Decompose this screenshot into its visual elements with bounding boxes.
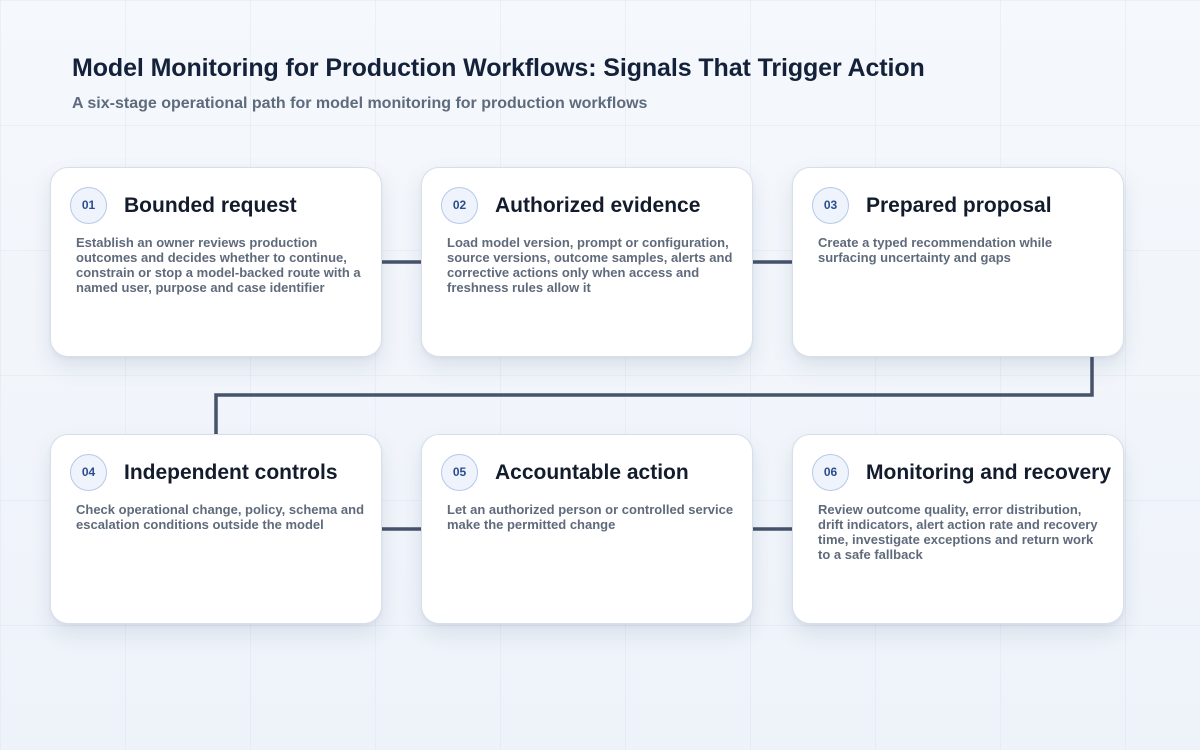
stage-card-monitoring-and-recovery: 06 Monitoring and recovery Review outcom… (792, 434, 1124, 624)
stage-number-badge: 01 (70, 187, 107, 224)
stage-title: Independent controls (124, 461, 338, 484)
stage-description: Establish an owner reviews production ou… (76, 235, 361, 295)
stage-number-badge: 06 (812, 454, 849, 491)
stage-card-prepared-proposal: 03 Prepared proposal Create a typed reco… (792, 167, 1124, 357)
stage-card-bounded-request: 01 Bounded request Establish an owner re… (50, 167, 382, 357)
page-subtitle: A six-stage operational path for model m… (72, 95, 648, 112)
connector-3-4 (214, 357, 1094, 435)
page-title: Model Monitoring for Production Workflow… (72, 54, 925, 82)
stage-description: Load model version, prompt or configurat… (447, 235, 733, 295)
stage-number-badge: 04 (70, 454, 107, 491)
stage-description: Review outcome quality, error distributi… (818, 502, 1098, 562)
stage-title: Accountable action (495, 461, 689, 484)
stage-title: Bounded request (124, 194, 297, 217)
stage-description: Create a typed recommendation while surf… (818, 235, 1053, 265)
stage-number-badge: 02 (441, 187, 478, 224)
stage-title: Authorized evidence (495, 194, 701, 217)
stage-description: Check operational change, policy, schema… (76, 502, 365, 532)
stage-card-independent-controls: 04 Independent controls Check operationa… (50, 434, 382, 624)
stage-card-authorized-evidence: 02 Authorized evidence Load model versio… (421, 167, 753, 357)
stage-number-badge: 03 (812, 187, 849, 224)
stage-title: Monitoring and recovery (866, 461, 1112, 484)
stage-description: Let an authorized person or controlled s… (447, 502, 734, 532)
stage-number-badge: 05 (441, 454, 478, 491)
stage-title: Prepared proposal (866, 194, 1052, 217)
diagram-header: Model Monitoring for Production Workflow… (72, 52, 1132, 114)
stage-card-accountable-action: 05 Accountable action Let an authorized … (421, 434, 753, 624)
